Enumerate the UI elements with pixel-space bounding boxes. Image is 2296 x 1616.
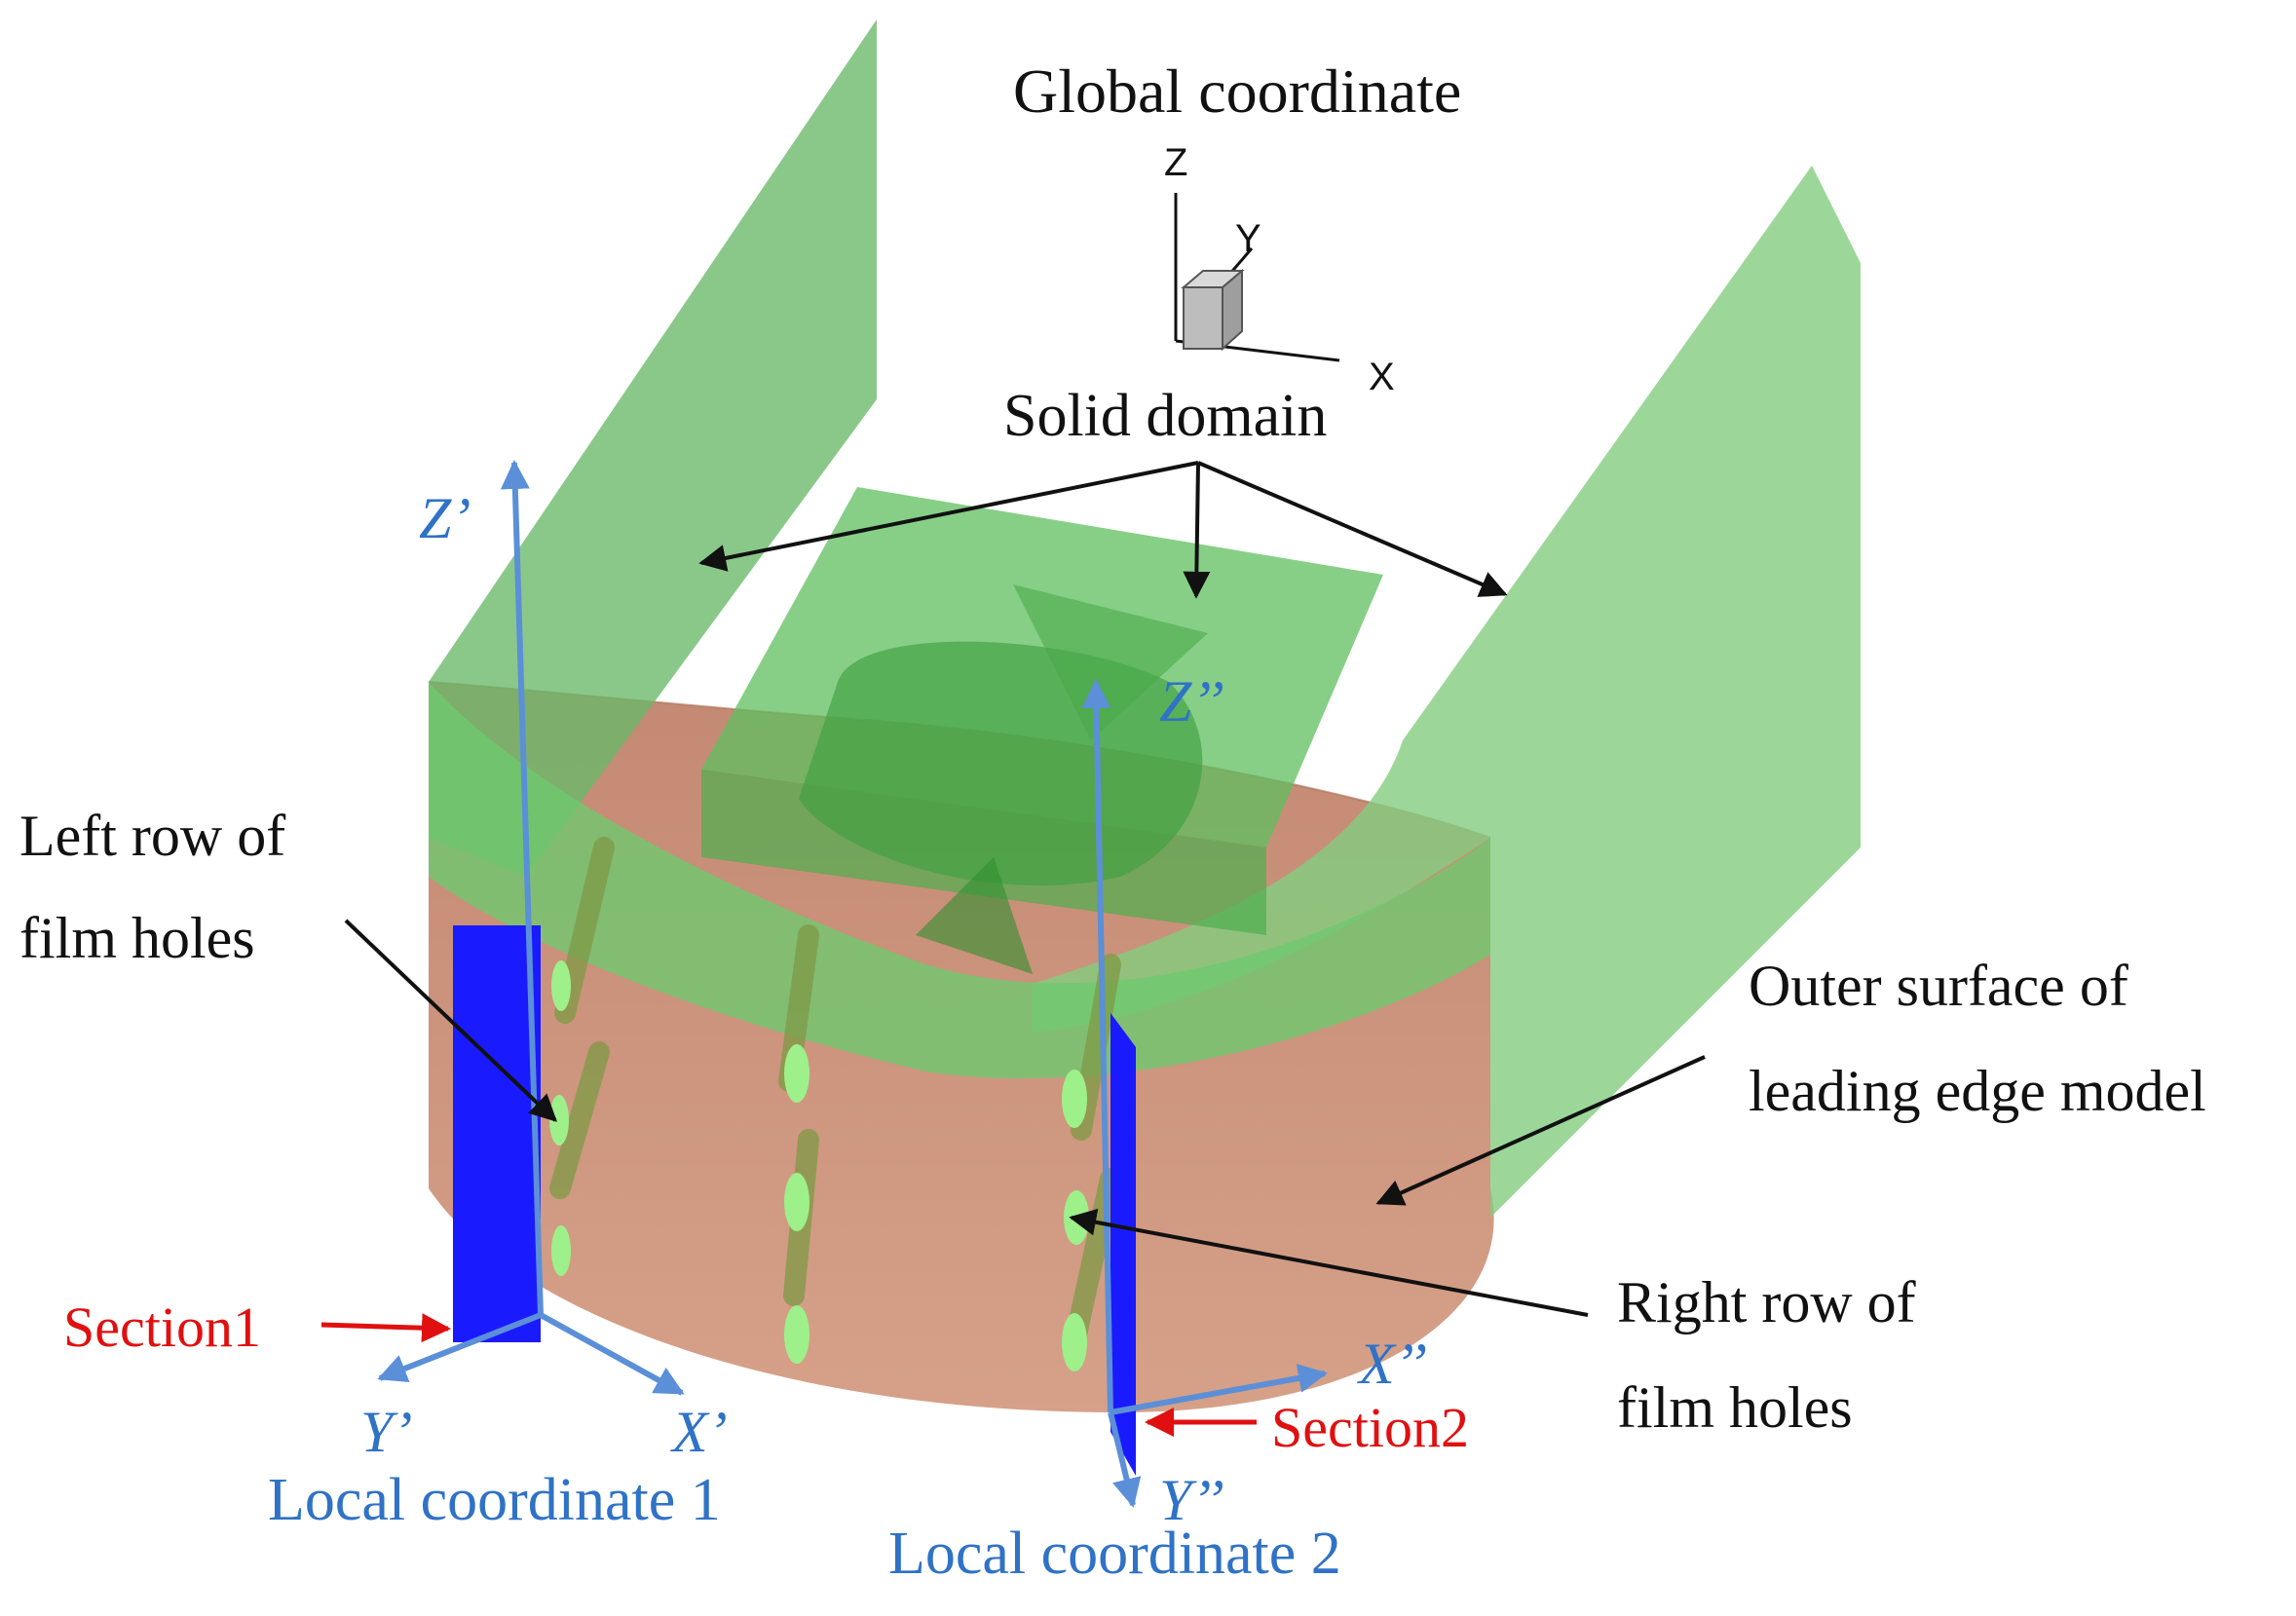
outer-surface-leader bbox=[1375, 1055, 1706, 1206]
solid-domain-label: Solid domain bbox=[1003, 383, 1327, 449]
section-1-plane bbox=[453, 925, 541, 1342]
right-row-label-line1: Right row of bbox=[1617, 1270, 1916, 1334]
solid-domain-left-slab bbox=[429, 19, 877, 877]
global-axis-y-label: Y bbox=[1235, 217, 1261, 260]
section-2-label: Section2 bbox=[1271, 1396, 1469, 1459]
right-row-label-line2: film holes bbox=[1617, 1375, 1853, 1440]
local-coordinate-1-label: Local coordinate 1 bbox=[268, 1467, 721, 1533]
global-axis-x-label: X bbox=[1369, 356, 1395, 398]
global-axis-z-label: Z bbox=[1164, 141, 1187, 184]
solid-domain-right-slab bbox=[1033, 166, 1861, 1218]
left-row-leader bbox=[344, 919, 558, 1122]
y-prime-label: Y’ bbox=[360, 1400, 412, 1464]
left-row-label-line2: film holes bbox=[19, 906, 255, 970]
solid-domain-arrows bbox=[698, 461, 1508, 599]
global-coordinate-triad bbox=[1174, 193, 1340, 362]
local-coordinate-1-axes bbox=[377, 460, 685, 1396]
x-double-prime-label: X’’ bbox=[1357, 1332, 1427, 1396]
global-coordinate-label: Global coordinate bbox=[1013, 56, 1461, 126]
solid-domain-curved-wall bbox=[429, 682, 1490, 1079]
section-1-label: Section1 bbox=[63, 1296, 261, 1359]
z-double-prime-label: Z’’ bbox=[1159, 669, 1224, 733]
y-double-prime-label: Y’’ bbox=[1159, 1468, 1224, 1532]
center-row-film-holes bbox=[784, 1044, 809, 1364]
section-2-plane bbox=[1110, 1013, 1136, 1476]
local-coordinate-2-label: Local coordinate 2 bbox=[888, 1521, 1341, 1587]
x-prime-label: X’ bbox=[670, 1400, 728, 1464]
z-prime-label: Z’ bbox=[419, 486, 470, 550]
right-row-leader bbox=[1069, 1208, 1589, 1317]
local-coordinate-2-axes bbox=[1081, 679, 1328, 1508]
section-1-arrow bbox=[320, 1313, 451, 1343]
left-row-label-line1: Left row of bbox=[19, 804, 285, 868]
outer-surface-label-line1: Outer surface of bbox=[1749, 954, 2128, 1018]
outer-surface-label-line2: leading edge model bbox=[1749, 1059, 2206, 1123]
